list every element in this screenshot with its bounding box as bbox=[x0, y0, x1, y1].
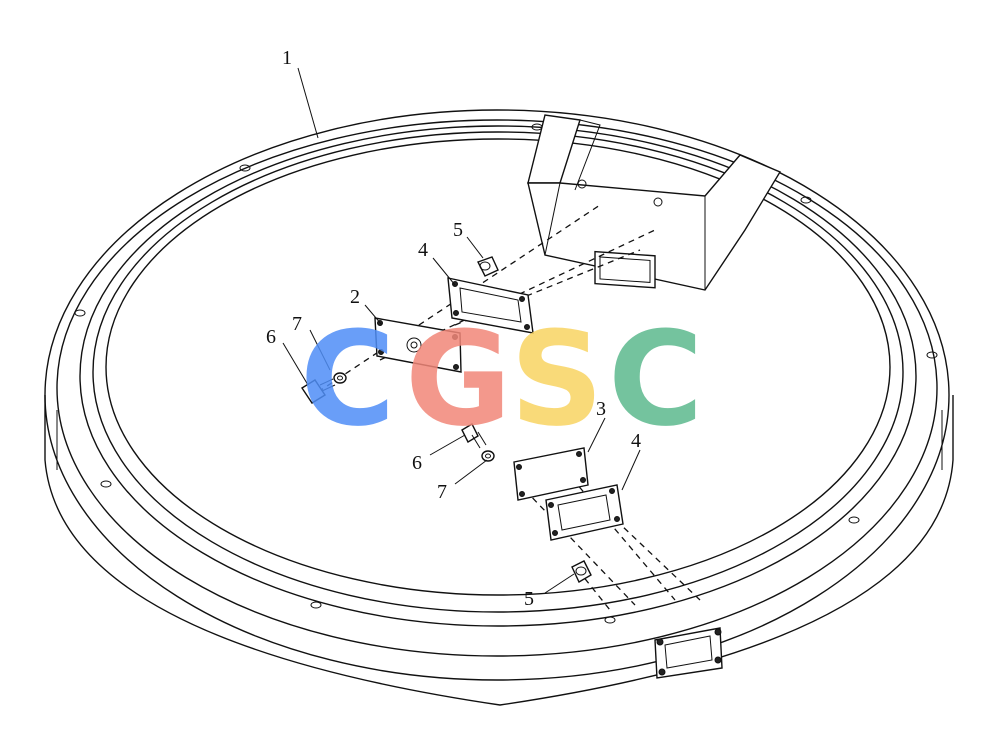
callout-6-lower: 6 bbox=[412, 452, 422, 474]
nut-lower bbox=[571, 560, 592, 583]
ring-front-opening bbox=[654, 627, 723, 679]
watermark-letter-c1: C bbox=[300, 303, 395, 455]
callout-4-upper: 4 bbox=[418, 239, 428, 261]
watermark-letter-g: G bbox=[405, 303, 512, 455]
callout-7-lower: 7 bbox=[437, 481, 447, 503]
callout-6-upper: 6 bbox=[266, 326, 276, 348]
callout-7-upper: 7 bbox=[292, 313, 302, 335]
ring-frame bbox=[44, 109, 954, 706]
leader-lines bbox=[282, 67, 641, 594]
gasket-frame-upper bbox=[447, 277, 534, 334]
bolt-lower bbox=[461, 423, 495, 462]
ring-holes bbox=[74, 123, 938, 624]
callout-5-lower: 5 bbox=[524, 588, 534, 610]
callout-4-lower: 4 bbox=[631, 430, 641, 452]
watermark-letter-s: S bbox=[510, 303, 604, 455]
bolt-upper bbox=[301, 372, 347, 404]
callout-1: 1 bbox=[282, 47, 292, 69]
callout-2: 2 bbox=[350, 286, 360, 308]
gasket-frame-lower bbox=[545, 484, 624, 541]
lower-plate bbox=[513, 447, 589, 501]
callouts: 1 5 4 2 7 6 3 4 6 7 5 bbox=[266, 47, 641, 610]
watermark-logo: C G S C bbox=[300, 303, 703, 455]
callout-5-upper: 5 bbox=[453, 219, 463, 241]
ring-bracket bbox=[527, 114, 782, 291]
watermark-letter-c2: C bbox=[608, 303, 703, 455]
callout-3: 3 bbox=[596, 398, 606, 420]
nut-upper bbox=[477, 256, 499, 277]
